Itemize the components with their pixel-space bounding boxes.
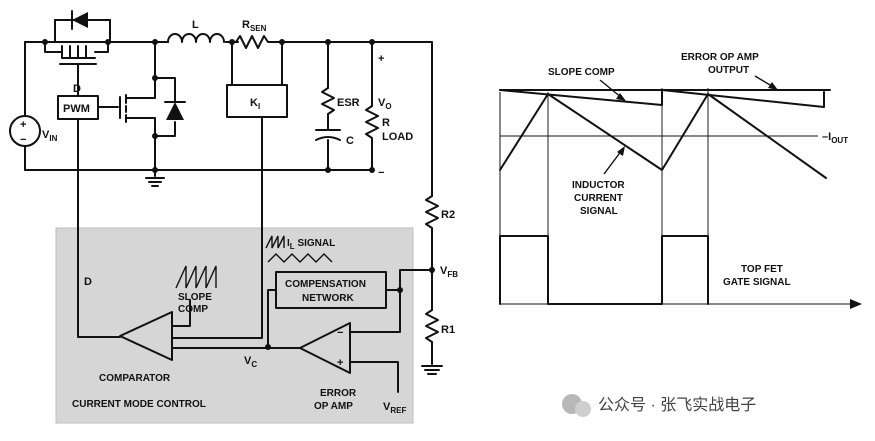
gate-signal-waveform xyxy=(499,235,709,305)
error-amp-arrow xyxy=(768,82,778,90)
topfet-diode xyxy=(72,12,88,28)
erramp-label-2: OP AMP xyxy=(314,401,353,412)
esr-label: ESR xyxy=(337,97,360,109)
vref-label: VREF xyxy=(383,401,406,415)
top-rail-right xyxy=(271,41,433,197)
vin-source xyxy=(9,115,41,147)
slope-comp-waveform xyxy=(499,89,825,108)
botfet-diode xyxy=(166,102,184,120)
error-amp-label-1: ERROR OP AMP xyxy=(681,52,759,63)
erramp-plus: + xyxy=(337,357,343,369)
node-dot xyxy=(105,39,111,45)
waveform-panel: –IOUT ERROR OP AMP OUTPUT SLOPE COMP IND… xyxy=(499,52,862,309)
error-amp-label-2: OUTPUT xyxy=(708,65,749,76)
output-capacitor xyxy=(315,129,341,141)
botfet-diode-wire xyxy=(154,77,176,137)
rload-load-label: LOAD xyxy=(382,131,413,143)
topfet-channel xyxy=(61,45,87,59)
slope-comp-sawtooth xyxy=(175,265,217,289)
inductor-arrow xyxy=(617,146,625,156)
d-label: D xyxy=(84,276,92,288)
inductor-label: L xyxy=(192,19,199,31)
node-dot xyxy=(42,39,48,45)
cap-label: C xyxy=(346,135,354,147)
vo-plus: + xyxy=(378,53,384,65)
il-signal-label: IL SIGNAL xyxy=(287,238,335,251)
network-label: NETWORK xyxy=(302,293,354,304)
slope-comp-wire xyxy=(171,299,191,327)
r2-resistor xyxy=(425,195,439,311)
r2-label: R2 xyxy=(441,209,455,221)
slope-comp-leader xyxy=(599,79,623,99)
wechat-icon-bubble xyxy=(575,401,591,417)
slope-label: SLOPE xyxy=(178,292,212,303)
topfet-wave-label-2: GATE SIGNAL xyxy=(723,277,791,288)
vo-minus: − xyxy=(378,167,384,179)
period-dividers xyxy=(547,88,709,304)
node-dot xyxy=(152,39,158,45)
topfet-source xyxy=(94,41,109,53)
topfet-drain xyxy=(44,41,63,53)
inductor-wave-label-3: SIGNAL xyxy=(580,206,618,217)
botfet-source xyxy=(125,117,156,171)
vin-label: VIN xyxy=(42,129,58,143)
rsense-resistor xyxy=(225,35,273,49)
inductor-wave-label-1: INDUCTOR xyxy=(572,180,625,191)
topfet-wave-label-1: TOP FET xyxy=(741,264,783,275)
compensation-label: COMPENSATION xyxy=(285,279,366,290)
node-dot xyxy=(152,133,158,139)
esr-resistor xyxy=(321,87,335,131)
pwm-label: PWM xyxy=(63,103,90,115)
rsense-label: RSEN xyxy=(242,19,267,33)
vfb-wire xyxy=(399,269,433,291)
vc-label: VC xyxy=(244,355,257,369)
x-axis-arrow xyxy=(850,299,862,309)
il-signal-triangle xyxy=(267,253,333,263)
node-dot xyxy=(369,39,375,45)
comp-to-vc-wire xyxy=(267,289,277,348)
slope-comp-arrow xyxy=(616,93,626,101)
slope-comp-wave-label: SLOPE COMP xyxy=(548,67,615,78)
node-dot xyxy=(325,39,331,45)
r1-label: R1 xyxy=(441,324,455,336)
comp-label: COMP xyxy=(178,304,208,315)
rload-resistor xyxy=(365,105,379,171)
watermark-text: 公众号 · 张飞实战电子 xyxy=(598,396,756,414)
inductor-wave-label-2: CURRENT xyxy=(574,193,623,204)
comparator xyxy=(119,311,173,361)
error-op-amp xyxy=(299,322,351,374)
vfb-label: VFB xyxy=(440,265,458,279)
inductor-coil xyxy=(167,33,225,43)
erramp-minus: − xyxy=(337,327,343,339)
inductor-current-waveform xyxy=(499,93,827,179)
comparator-label: COMPARATOR xyxy=(99,373,171,384)
il-signal-sawtooth xyxy=(265,235,285,249)
vref-wire xyxy=(349,361,399,393)
node-dot xyxy=(369,167,375,173)
current-mode-control-label: CURRENT MODE CONTROL xyxy=(72,399,206,410)
ki-label: KI xyxy=(250,97,260,111)
erramp-label-1: ERROR xyxy=(320,388,357,399)
control-region-background xyxy=(55,227,414,424)
ki-output-wire xyxy=(171,116,263,339)
inductor-leader xyxy=(603,149,623,175)
iout-label: –IOUT xyxy=(822,131,848,145)
pwm-d-line xyxy=(77,118,121,338)
node-dot xyxy=(152,167,158,173)
vin-minus: − xyxy=(20,134,26,146)
botfet-drain xyxy=(125,77,156,99)
rload-r-label: R xyxy=(382,117,390,129)
node-dot xyxy=(325,167,331,173)
ki-block xyxy=(226,84,288,118)
topfet-diode-legs xyxy=(54,19,111,43)
vfb-to-opamp xyxy=(349,289,401,333)
vo-label: VO xyxy=(378,97,392,111)
ki-sense-wires xyxy=(231,41,283,86)
vin-plus: + xyxy=(20,119,26,131)
fb-ground xyxy=(421,365,443,375)
watermark: 公众号 · 张飞实战电子 xyxy=(562,394,756,417)
r1-resistor xyxy=(425,309,439,365)
